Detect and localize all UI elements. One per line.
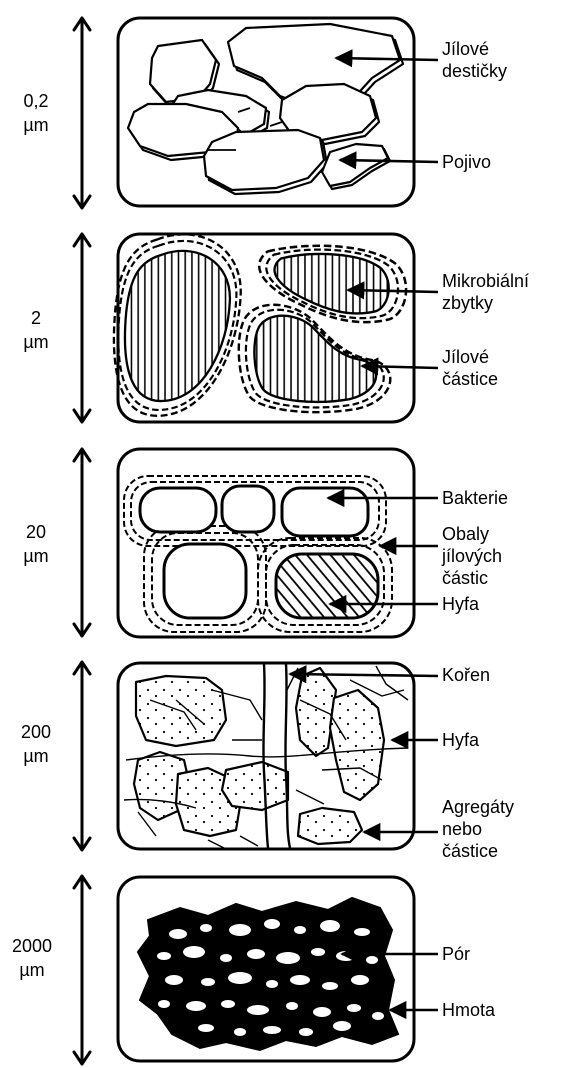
callout-mikrobialni-zbytky: Mikrobiální zbytky <box>442 270 529 314</box>
hypha-section <box>276 554 378 618</box>
callout-hyfa-panel-3: Hyfa <box>442 593 479 615</box>
clay-platelet <box>322 144 390 189</box>
scale-label-panel-5: 2000 µm <box>0 934 64 982</box>
clay-platelet <box>204 130 327 194</box>
scale-unit: µm <box>23 546 48 566</box>
scale-arrow-5 <box>74 876 90 1064</box>
scale-unit: µm <box>23 332 48 352</box>
callout-jilove-desticky: Jílové destičky <box>442 38 507 82</box>
callout-agregaty-nebo-castice: Agregáty nebo částice <box>442 796 514 862</box>
scale-unit: µm <box>23 746 48 766</box>
panel-3-bacteria <box>124 476 392 632</box>
scale-arrow-3 <box>74 449 90 636</box>
callout-koren: Kořen <box>442 664 490 686</box>
scale-unit: µm <box>19 960 44 980</box>
panel-1-clay-platelets <box>128 24 403 194</box>
scale-value: 20 <box>26 522 46 542</box>
scale-arrow-1 <box>74 18 90 208</box>
callout-jilove-castice: Jílové částice <box>442 346 498 390</box>
callout-pojivo: Pojivo <box>442 151 491 173</box>
scale-label-panel-1: 0,2 µm <box>4 89 68 137</box>
callout-bakterie: Bakterie <box>442 487 508 509</box>
panel-2-microbial-remains <box>114 234 406 415</box>
microbial-remain <box>125 251 389 402</box>
scale-value: 200 <box>21 722 51 742</box>
panel-4-aggregates <box>124 664 408 848</box>
callout-por: Pór <box>442 943 470 965</box>
scale-value: 2 <box>31 308 41 328</box>
scale-label-panel-2: 2 µm <box>4 306 68 354</box>
scale-arrow-2 <box>74 234 90 422</box>
scale-arrow-4 <box>74 662 90 850</box>
callout-obaly-jilovych-castic: Obaly jílových částic <box>442 523 502 589</box>
scale-label-panel-3: 20 µm <box>4 520 68 568</box>
scale-value: 0,2 <box>23 91 48 111</box>
scale-arrows <box>74 18 90 1064</box>
panel-5-pores <box>138 898 398 1050</box>
scale-unit: µm <box>23 115 48 135</box>
callout-hmota: Hmota <box>442 999 495 1021</box>
scale-value: 2000 <box>12 936 52 956</box>
scale-label-panel-4: 200 µm <box>4 720 68 768</box>
callout-hyfa-panel-4: Hyfa <box>442 729 479 751</box>
